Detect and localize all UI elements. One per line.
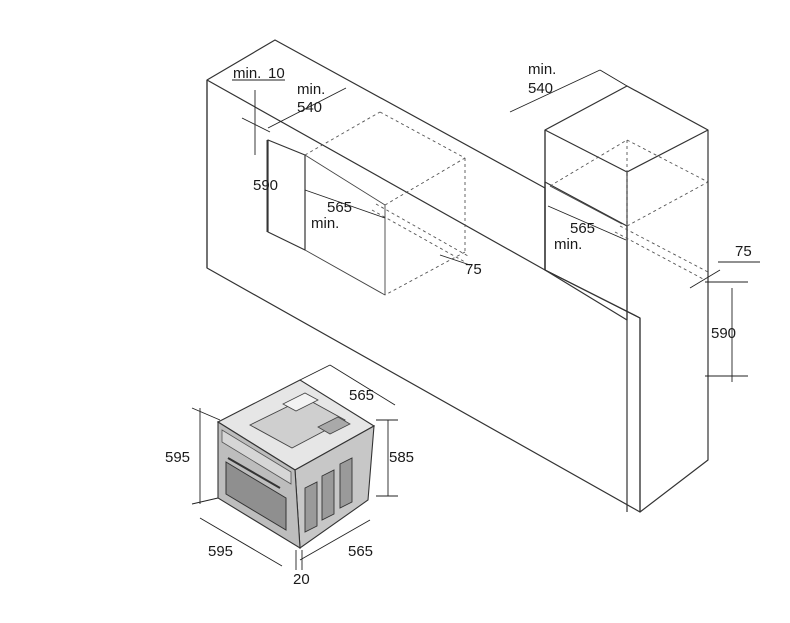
label-oven-top-depth: 565 [349,387,374,404]
label-right-width-min: min. [554,236,582,253]
label-right-vent: 75 [735,243,752,260]
label-left-gap-min: min. [233,65,261,82]
label-left-width-min: min. [311,215,339,232]
label-left-vent: 75 [465,261,482,278]
oven-appliance [216,379,376,550]
label-left-height: 590 [253,177,278,194]
label-right-width-value: 565 [570,220,595,237]
label-oven-front-width: 595 [208,543,233,560]
dimension-labels: min. 10 min. 540 590 565 min. 75 min. 54… [165,61,752,588]
label-right-depth-value: 540 [528,80,553,97]
label-right-height: 590 [711,325,736,342]
label-left-width-value: 565 [327,199,352,216]
label-left-depth-value: 540 [297,99,322,116]
label-left-depth-min: min. [297,81,325,98]
label-oven-front-panel: 20 [293,571,310,588]
label-oven-side-height: 585 [389,449,414,466]
tall-column-cabinet [544,85,709,513]
label-oven-front-height: 595 [165,449,190,466]
dimension-lines [191,69,760,570]
label-oven-bottom-depth: 565 [348,543,373,560]
label-right-depth-min: min. [528,61,556,78]
label-left-gap-value: 10 [268,65,285,82]
